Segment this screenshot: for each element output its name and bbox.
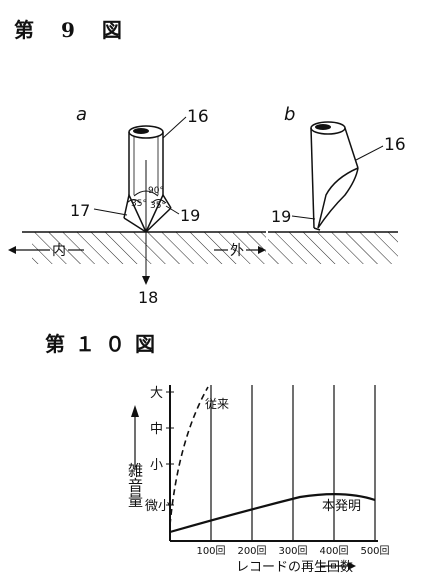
figure-9a: a 90° 35° 35° 16 17 19 18 xyxy=(70,104,209,307)
curve-invention-label: 本発明 xyxy=(322,499,361,514)
y-tick-large: 大 xyxy=(150,386,163,401)
inner-label: 内 xyxy=(52,243,66,259)
y-tick-small: 小 xyxy=(150,458,163,473)
x-tick-400: 400回 xyxy=(319,545,348,557)
ref-19-b: 19 xyxy=(271,207,291,226)
ref-16-a: 16 xyxy=(187,107,209,127)
figure-10-labels: 大 中 小 微小 雑音量 従来 本発明 100回 200回 300回 400回 … xyxy=(126,386,390,575)
vertical-gridlines xyxy=(210,385,376,541)
ref-18: 18 xyxy=(138,288,158,307)
ref-16-b: 16 xyxy=(384,135,406,155)
angle-left-label: 35° xyxy=(131,199,147,209)
angle-90-label: 90° xyxy=(148,186,164,196)
curve-invention xyxy=(169,493,376,534)
outer-label: 外 xyxy=(230,243,244,259)
figure-10-chart xyxy=(131,385,378,570)
direction-arrows: 内 外 xyxy=(8,243,266,259)
y-tick-medium: 中 xyxy=(150,422,163,437)
x-tick-200: 200回 xyxy=(237,545,266,557)
ref-19-a: 19 xyxy=(180,206,200,225)
y-axis-label: 雑音量 xyxy=(126,463,144,508)
ground-hatch xyxy=(32,232,266,264)
x-tick-300: 300回 xyxy=(278,545,307,557)
figure-10-title: 第１０図 xyxy=(45,332,165,356)
x-tick-500: 500回 xyxy=(360,545,389,557)
figure-9-title: 第 9 図 xyxy=(14,18,132,42)
x-tick-100: 100回 xyxy=(196,545,225,557)
y-tick-tiny: 微小 xyxy=(145,499,171,514)
curve-prior-label: 従来 xyxy=(205,397,229,411)
tool-b-worn-face xyxy=(317,167,359,229)
figure-9b: b 16 19 xyxy=(268,104,406,264)
x-axis-label: レコードの再生回数 xyxy=(236,560,353,575)
curve-prior-art xyxy=(169,386,209,526)
ref-17: 17 xyxy=(70,201,90,220)
angle-right-label: 35° xyxy=(150,201,166,211)
panel-b-label: b xyxy=(284,104,295,125)
panel-a-label: a xyxy=(76,104,87,125)
